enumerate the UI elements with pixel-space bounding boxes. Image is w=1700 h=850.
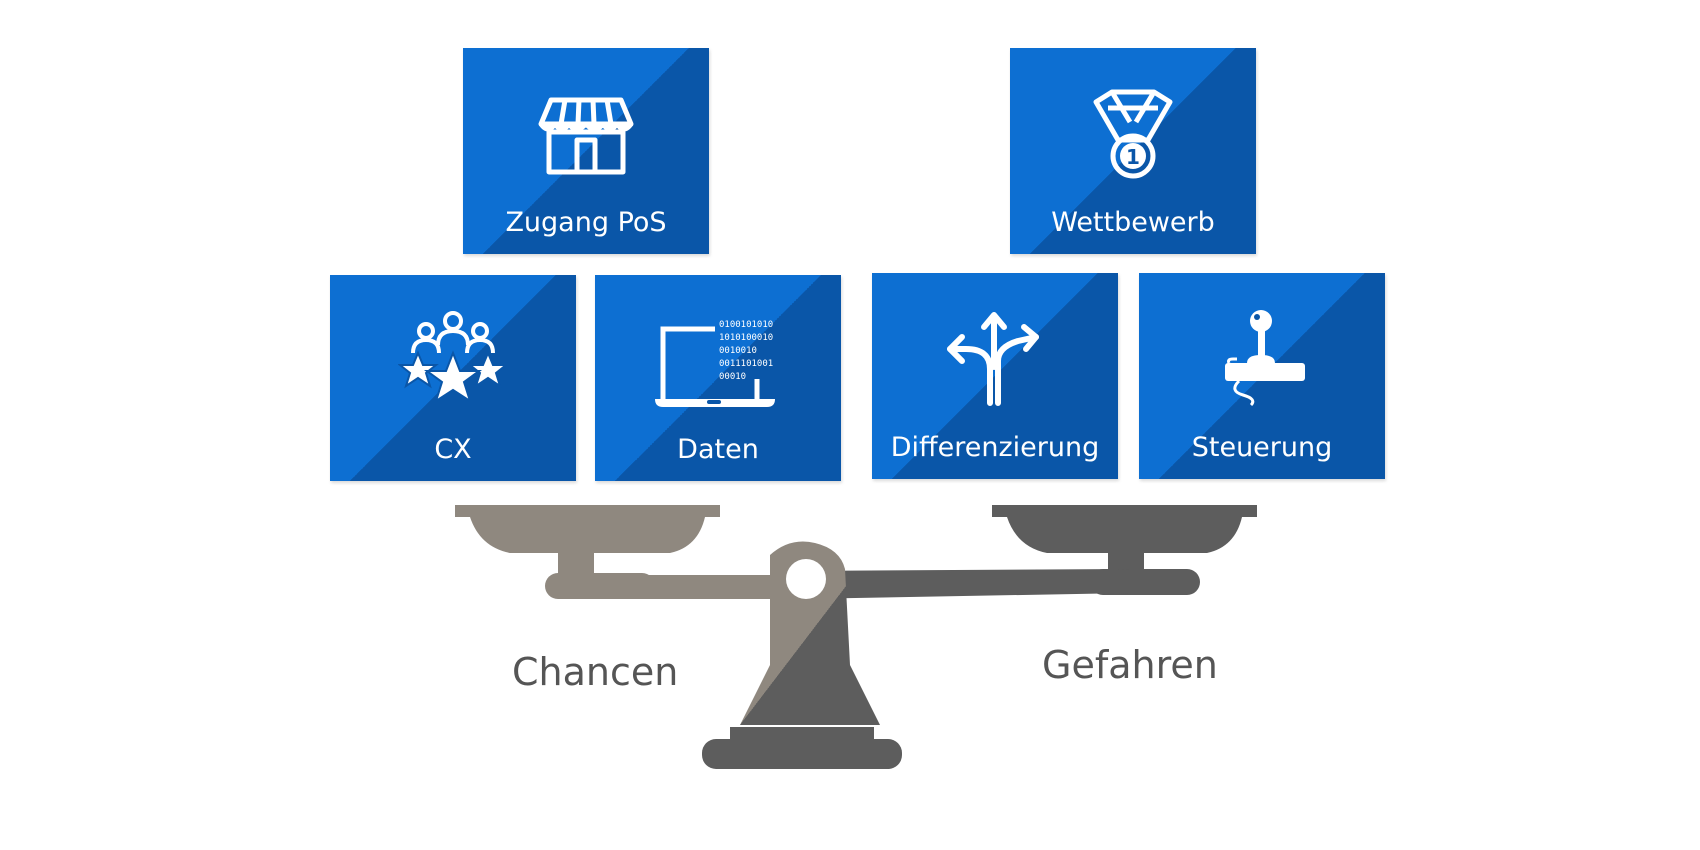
laptop-data-icon: 0100101010 1010100010 0010010 0011101001… [655, 320, 775, 407]
tile-label: Differenzierung [890, 432, 1100, 463]
tile-daten: 0100101010 1010100010 0010010 0011101001… [595, 275, 841, 481]
right-label-gefahren: Gefahren [1042, 643, 1218, 687]
joystick-icon [1225, 310, 1305, 407]
tile-label: Zugang PoS [505, 207, 667, 238]
binary-line: 0100101010 [719, 320, 773, 330]
tile-cx: CX [330, 275, 576, 481]
binary-line: 0010010 [719, 346, 757, 356]
tile-differenzierung: Differenzierung [872, 273, 1118, 479]
branching-arrows-icon [947, 312, 1039, 406]
tile-wettbewerb: 1 Wettbewerb [1010, 48, 1256, 254]
medal-number: 1 [1126, 145, 1140, 169]
tile-label: Daten [677, 434, 759, 465]
tile-label: CX [434, 434, 472, 465]
binary-line: 0011101001 [719, 359, 773, 369]
binary-line: 00010 [719, 372, 746, 382]
tile-zugang-pos: Zugang PoS [463, 48, 709, 254]
balance-scale-icon [455, 505, 1257, 769]
left-label-chancen: Chancen [512, 650, 679, 694]
shop-icon [538, 97, 634, 175]
customer-rating-icon [398, 311, 508, 404]
tile-label: Wettbewerb [1051, 207, 1215, 238]
tile-steuerung: Steuerung [1139, 273, 1385, 479]
binary-line: 1010100010 [719, 333, 773, 343]
medal-icon: 1 [1093, 89, 1173, 179]
tile-label: Steuerung [1191, 432, 1333, 463]
